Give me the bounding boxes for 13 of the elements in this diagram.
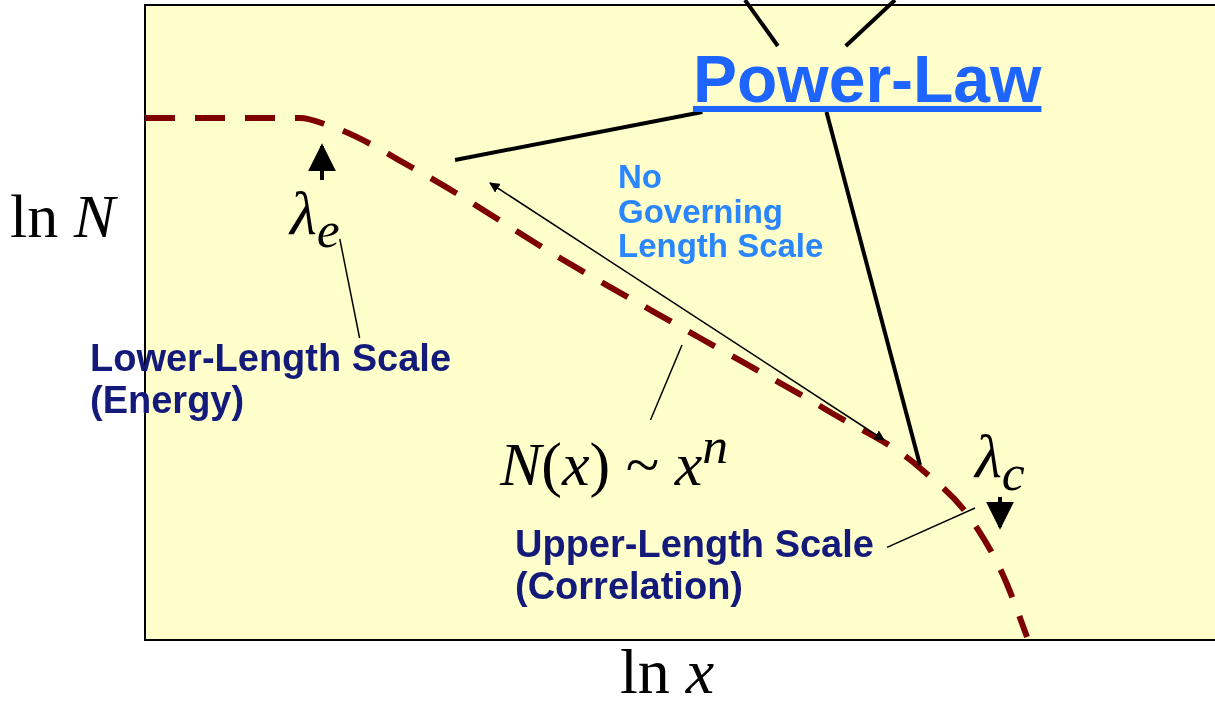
leader-line [649, 344, 683, 421]
leader-line [339, 238, 361, 339]
lambda-symbol: λ$_{e}$ [290, 182, 340, 257]
power-law-heading: Power-Law [693, 46, 1042, 112]
lambda-symbol: λ$_{c}$ [975, 425, 1025, 500]
connector-line [844, 0, 897, 48]
leader-line [886, 507, 976, 549]
annotation-text: No Governing Length Scale [618, 160, 825, 264]
axis-label: ln N [10, 185, 116, 247]
upper-scale-label: Upper-Length Scale (Correlation) [515, 524, 887, 608]
connector-line [454, 110, 703, 162]
axis-label: ln x [620, 640, 715, 704]
connector-line [743, 0, 780, 48]
